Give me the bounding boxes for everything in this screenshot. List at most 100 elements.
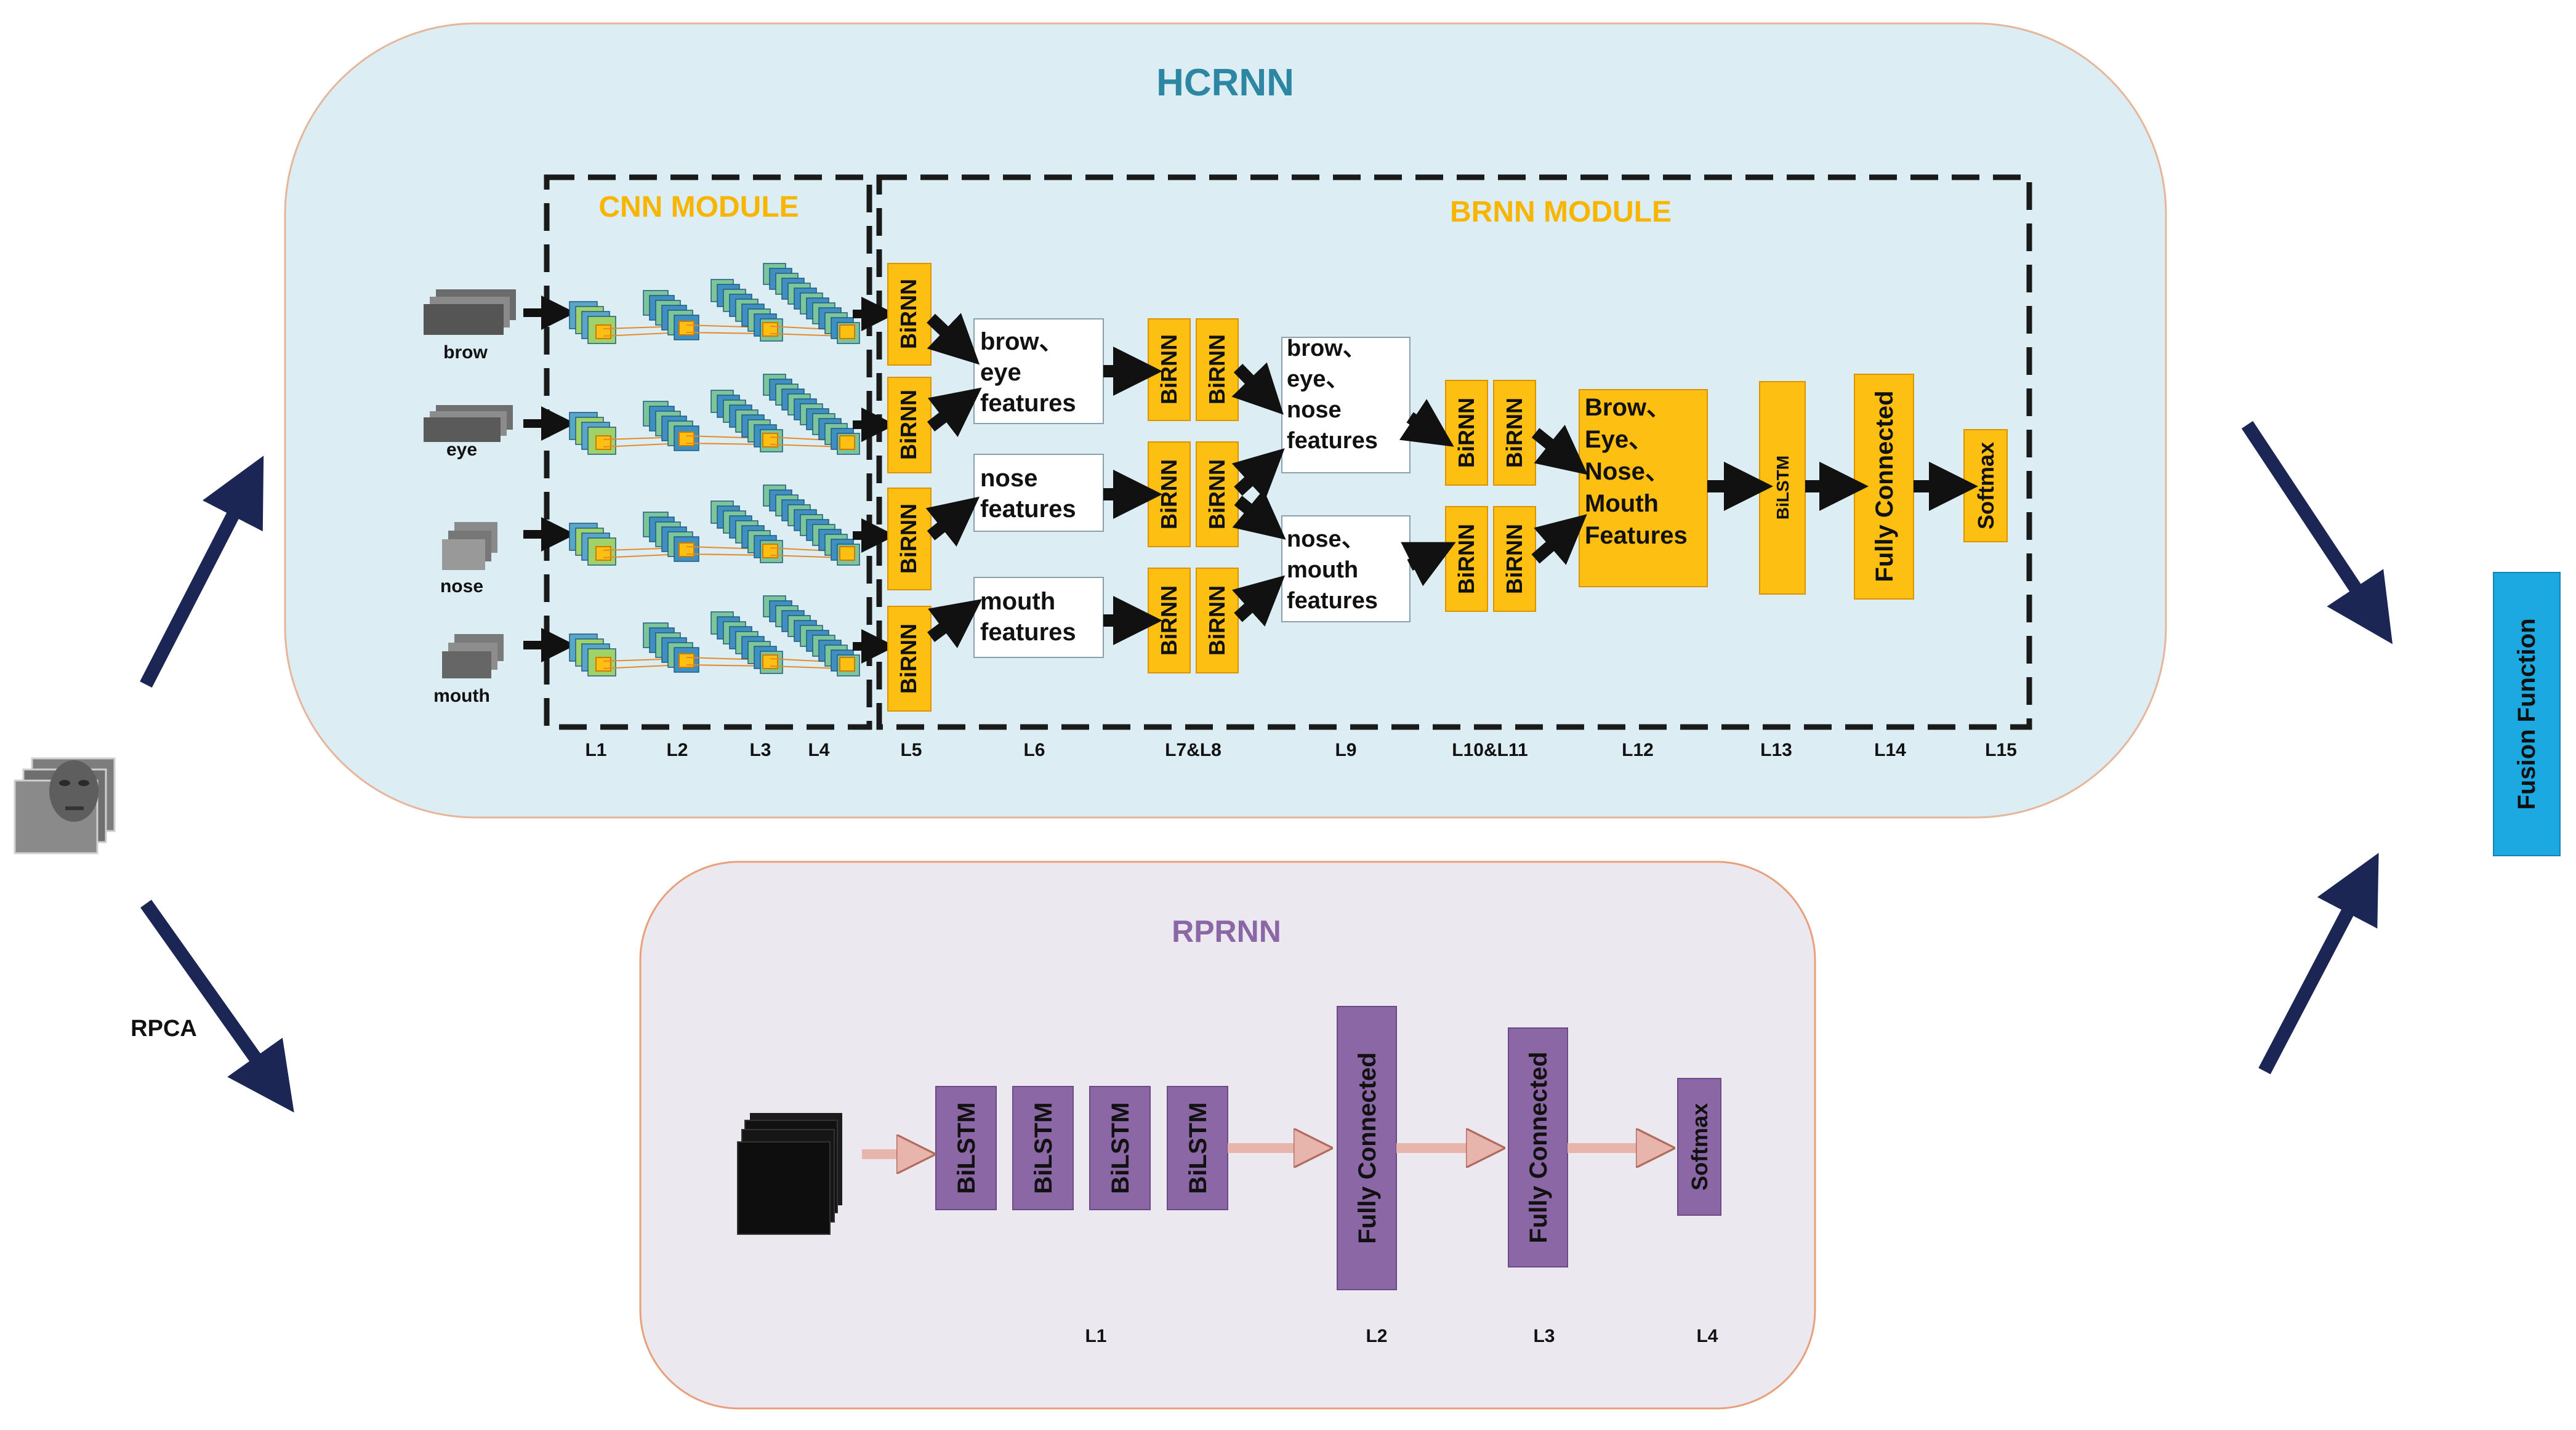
input-label-mouth: mouth [433,686,490,706]
svg-text:features: features [1287,588,1378,614]
bilstm-block-1 [935,1086,997,1210]
svg-text:BiRNN: BiRNN [1454,398,1479,468]
rprnn-fully-connected-l3: Fully Connected [1508,1027,1568,1267]
cnn-feature-map-stack [569,412,616,455]
svg-text:eye、: eye、 [1287,366,1349,392]
hcrnn-title: HCRNN [1156,62,1294,104]
cnn-feature-map-stack [569,523,616,566]
brnn-flow-arrows [925,313,1978,648]
layer-label: L14 [1874,740,1906,760]
birnn-block-l5-eye: BiRNN [887,377,932,473]
svg-text:Softmax: Softmax [1973,442,1998,529]
eye-thumbnail [424,405,513,442]
cnn-feature-map-stack [763,374,860,455]
rprnn-flow-arrows [862,1148,1648,1154]
birnn-pair-l10l11-upper: BiRNN BiRNN [1445,380,1536,486]
layer-label: L6 [1023,740,1045,760]
rprnn-title: RPRNN [1172,914,1281,949]
brnn-module-box [876,174,2032,730]
svg-text:BiRNN: BiRNN [1204,585,1230,656]
cnn-feature-map-stack [710,500,783,563]
fully-connected-block-l14: Fully Connected [1854,374,1914,600]
birnn-block-l5-nose: BiRNN [887,488,932,590]
feature-box-mouth: mouth features [973,577,1104,658]
cnn-connector [770,333,843,337]
svg-text:Mouth: Mouth [1585,490,1659,517]
svg-text:nose: nose [1287,397,1342,423]
layer-label: L10&L11 [1452,740,1527,760]
svg-text:eye: eye [980,359,1021,386]
svg-text:BiLSTM: BiLSTM [953,1103,980,1194]
svg-text:brow、: brow、 [980,328,1064,355]
svg-text:BiRNN: BiRNN [1204,459,1230,529]
cnn-feature-map-stack [569,301,616,344]
svg-text:BiRNN: BiRNN [1156,334,1181,404]
svg-text:BiLSTM: BiLSTM [1107,1103,1134,1194]
cnn-connector [770,665,843,669]
rprnn-fully-connected-l2: Fully Connected [1337,1006,1397,1290]
cnn-feature-map-stack [763,263,860,344]
rpca-label: RPCA [131,1016,197,1042]
cnn-feature-map-stack [710,279,783,342]
svg-text:Fully Connected: Fully Connected [1354,1052,1381,1243]
layer-label: L12 [1622,740,1654,760]
svg-text:BiRNN: BiRNN [1156,459,1181,529]
layer-label: L5 [900,740,922,760]
layer-label: L7&L8 [1165,740,1222,760]
rprnn-softmax-l4: Softmax [1677,1078,1721,1216]
svg-text:features: features [980,619,1076,646]
hcrnn-layer-labels: L1 L2 L3 L4 L5 L6 L7&L8 L9 L10&L11 L12 L… [585,740,2016,760]
dataflow-arrows [140,420,2393,1113]
svg-text:mouth: mouth [1287,557,1358,583]
layer-label: L1 [1085,1326,1106,1346]
softmax-block-l15: Softmax [1963,429,2008,542]
layer-label: L15 [1985,740,2017,760]
cnn-connector [770,555,843,558]
cnn-connector [686,443,766,445]
cnn-feature-map-stack [569,633,616,677]
feature-box-nose: nose features [973,454,1104,532]
nose-thumbnail [442,522,497,570]
svg-text:brow、: brow、 [1287,335,1366,361]
cnn-connector [686,664,766,667]
fusion-function-block: Fusion Function [2493,572,2561,856]
svg-text:nose: nose [980,465,1037,492]
rpca-input-stack [737,1113,842,1235]
svg-text:mouth: mouth [980,588,1055,615]
svg-text:Fully Connected: Fully Connected [1871,390,1898,582]
svg-text:BiRNN: BiRNN [1502,398,1527,468]
bilstm-block-l13: BiLSTM [1759,381,1806,595]
svg-text:BiRNN: BiRNN [1454,524,1479,594]
svg-text:BiLSTM: BiLSTM [1185,1103,1212,1194]
input-face-stack [14,757,116,854]
rprnn-layer-labels: L1 L2 L3 L4 [1085,1326,1718,1346]
bilstm-block-2 [1012,1086,1074,1210]
brow-thumbnail [424,289,516,335]
layer-label: L3 [749,740,771,760]
svg-text:BiRNN: BiRNN [1156,585,1181,656]
input-label-brow: brow [443,342,488,363]
svg-text:BiRNN: BiRNN [1502,524,1527,594]
bilstm-block-3 [1089,1086,1151,1210]
layer-label: L2 [1366,1326,1387,1346]
bilstm-block-4 [1167,1086,1228,1210]
birnn-pair-l7l8-nose: BiRNN BiRNN [1148,441,1239,547]
layer-label: L2 [666,740,688,760]
layer-label: L13 [1760,740,1792,760]
cnn-feature-map-stack [643,290,699,340]
cnn-feature-map-stack [710,611,783,674]
svg-text:Features: Features [1585,522,1688,549]
svg-text:BiRNN: BiRNN [896,390,921,460]
layer-label: L4 [808,740,829,760]
feature-box-brow-eye-nose: brow、 eye、 nose features [1281,335,1411,473]
cnn-feature-map-stack [763,595,860,677]
cnn-connector [770,444,843,448]
svg-text:Fully Connected: Fully Connected [1525,1051,1552,1243]
cnn-module-title: CNN MODULE [598,191,799,223]
cnn-connector [686,332,766,334]
brnn-module-title: BRNN MODULE [1450,196,1672,228]
layer-label: L1 [585,740,606,760]
svg-text:BiLSTM: BiLSTM [1773,456,1792,520]
svg-text:features: features [1287,428,1378,454]
